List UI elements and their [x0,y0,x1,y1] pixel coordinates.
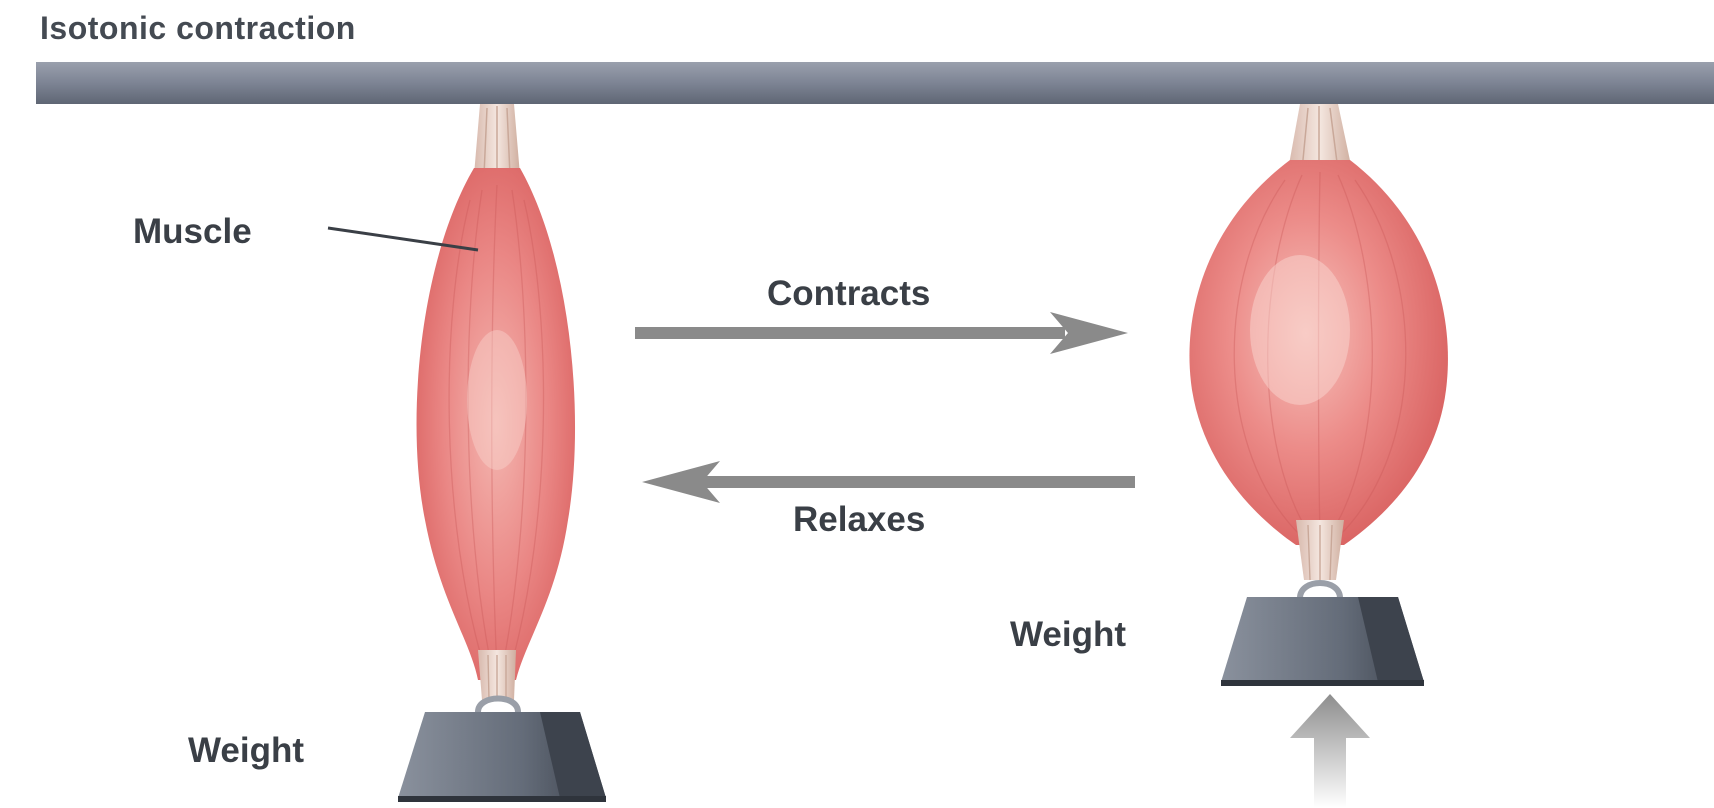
left-muscle [417,104,576,712]
right-muscle [1189,104,1447,598]
contracts-arrow [635,312,1128,354]
weight-label-right: Weight [1010,615,1126,655]
lift-up-arrow [1290,694,1370,808]
weight-label-left: Weight [188,731,304,771]
left-weight [398,712,606,802]
contracts-label: Contracts [767,274,930,314]
right-weight [1221,597,1424,686]
relaxes-arrow [642,461,1135,503]
ceiling-bar [36,62,1714,104]
muscle-label: Muscle [133,212,252,252]
relaxes-label: Relaxes [793,500,925,540]
